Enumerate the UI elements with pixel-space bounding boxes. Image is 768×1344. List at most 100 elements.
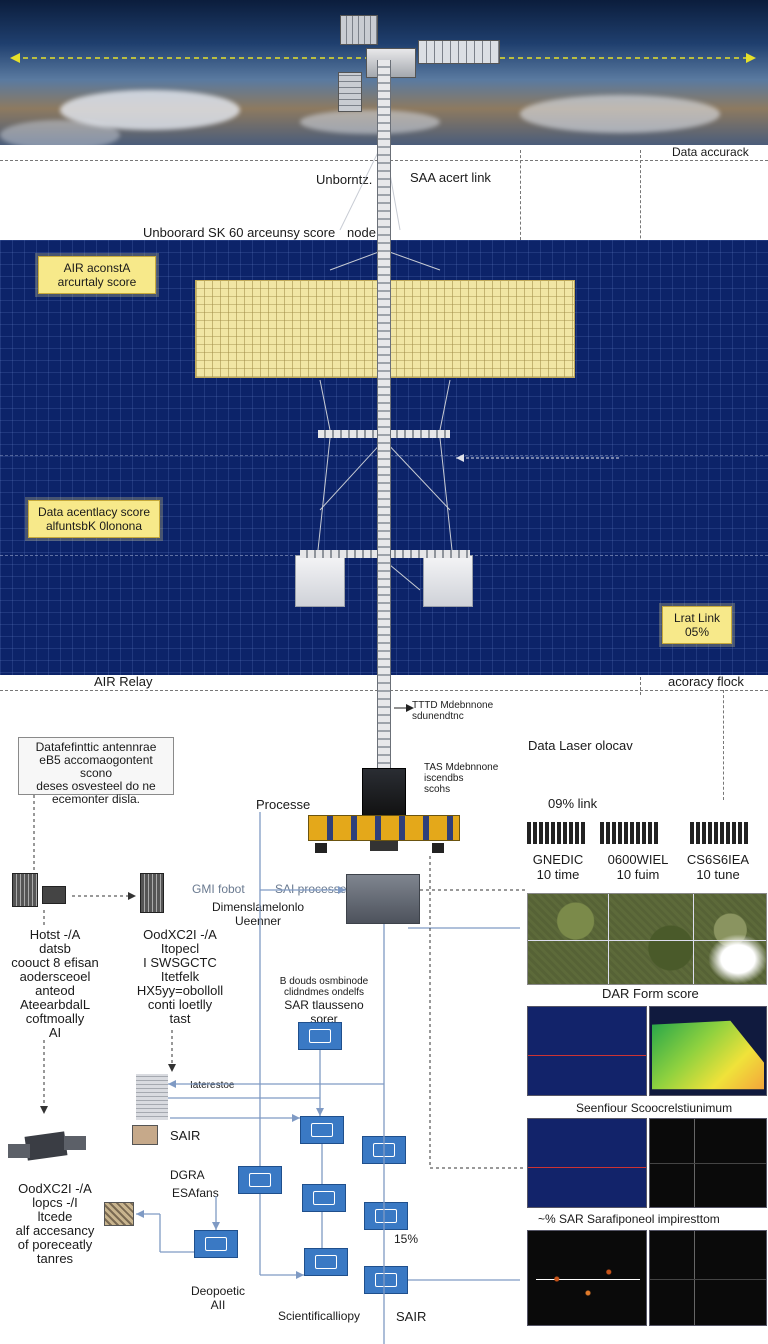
air-accuracy-line: arcurtaly score (57, 275, 137, 289)
node-note-line: TTTD Mdebnnone (412, 700, 494, 711)
esa-label: ESAfans (172, 1186, 219, 1200)
satellite-icon (12, 873, 38, 907)
left-block-line: conti loetlly (147, 997, 213, 1012)
spectrum-thumbnail (527, 1230, 647, 1326)
scientific-label: Scientificalliopy (278, 1309, 361, 1323)
relay-node-box (362, 768, 406, 818)
satellite-icon (42, 886, 66, 904)
top-solar-wing-left (340, 15, 378, 45)
col-time: 10 time (536, 867, 580, 882)
laser-link-line: 05% (684, 625, 710, 639)
col-time: 10 fuim (616, 867, 660, 882)
left-block-line: coftmoally (25, 1011, 85, 1026)
col-time: 10 tune (696, 867, 740, 882)
air-accuracy-box: AIR aconstA arcurtaly score (38, 256, 156, 294)
description-line: ecemonter disla. (51, 792, 141, 806)
mast (377, 60, 391, 770)
flow-node (304, 1248, 348, 1276)
left-block-2: OodXC2I -/A Itopecl I SWSGCTC Itetfelk H… (130, 928, 230, 1026)
description-line: eB5 accomaogontent scono (39, 753, 153, 780)
col-name: 0600WIEL (607, 852, 669, 867)
satellite-icon (8, 1124, 86, 1172)
scatter-thumbnail (527, 1118, 647, 1208)
mini-strip (690, 822, 748, 844)
left-block-line: coouct 8 efisan (11, 955, 99, 970)
left-block-1: Hotst -/A datsb coouct 8 efisan aodersce… (10, 928, 100, 1040)
dimen-label: Dimenslamelonlo Ueenner (212, 900, 304, 928)
bus-foot (315, 843, 327, 853)
flow-node (364, 1266, 408, 1294)
left-block-line: HX5yy=obolloll (136, 983, 224, 998)
sensor-icon (132, 1125, 158, 1145)
air-relay-label: AIR Relay (94, 674, 153, 689)
bus-foot (432, 843, 444, 853)
radiator-right (423, 555, 473, 607)
data-laser-label: Data Laser olocav (528, 738, 633, 753)
description-line: Datafefinttic antennrae (35, 740, 157, 754)
satellite-map-thumbnail (527, 893, 767, 985)
left-block-line: of poreceatly (17, 1237, 93, 1252)
deopoetic-label: Deopoetic AII (188, 1284, 248, 1312)
col-1-label: GNEDIC 10 time (528, 852, 588, 882)
satellite-icon (140, 873, 164, 913)
relay-node-note-line: TAS Mdebnnone (424, 762, 499, 773)
flow-node (238, 1166, 282, 1194)
data-accuracy-box: Data acentlacy score alfuntsbK 0lonona (28, 500, 160, 538)
deopoetic-line: AII (210, 1298, 226, 1312)
left-block-line: tanres (36, 1251, 74, 1266)
relay-node-note-line: scohs (424, 784, 451, 795)
left-block-line: Itopecl (160, 941, 200, 956)
tiny-label: Iaterestoe (190, 1080, 235, 1091)
acoracy-flock-label: acoracy flock (668, 674, 744, 689)
flow-node (298, 1022, 342, 1050)
left-block-line: anteod (35, 983, 75, 998)
description-line: deses osvesteel do ne (36, 779, 156, 793)
sar-score-line: clidndmes ondelfs (283, 987, 365, 998)
left-block-3: OodXC2I -/A lopcs -/I ltcede alf accesan… (6, 1182, 104, 1266)
top-solar-wing-left-lower (338, 72, 362, 112)
sar-score-block: B douds osmbinode clidndmes ondelfs SAR … (270, 976, 378, 1026)
col-name: GNEDIC (532, 852, 584, 867)
node-note: TTTD Mdebnnone sdunendtnc (412, 700, 493, 722)
radiator-left (295, 555, 345, 607)
left-block-line: Itetfelk (160, 969, 200, 984)
sensor-icon (104, 1202, 134, 1226)
left-block-line: datsb (39, 941, 71, 956)
mini-strip (527, 822, 585, 844)
dgra-label: DGRA (170, 1168, 205, 1182)
left-block-line: lopcs -/I (32, 1195, 78, 1210)
flow-node (364, 1202, 408, 1230)
sar-score-line: B douds osmbinode (279, 976, 369, 987)
deopoetic-line: Deopoetic (190, 1284, 246, 1298)
data-accuracy-line: Data acentlacy score (37, 505, 151, 519)
saa-acert-link-label: SAA acert link (410, 170, 491, 185)
left-block-line: OodXC2I -/A (143, 927, 217, 942)
top-solar-wing-right (418, 40, 500, 64)
left-block-line: aodersceoel (19, 969, 91, 984)
bus-foot (370, 841, 398, 851)
separator-line (520, 150, 521, 240)
seenfiour-label: Seenfiour Scoocrelstiunimum (576, 1101, 733, 1115)
data-stack (136, 1074, 168, 1120)
heatmap-thumbnail (649, 1006, 767, 1096)
flow-node (302, 1184, 346, 1212)
data-accurack-label: Data accurack (672, 145, 749, 159)
node-note-line: sdunendtnc (412, 711, 464, 722)
flow-node (194, 1230, 238, 1258)
left-block-line: tast (169, 1011, 191, 1026)
pct-15-label: 15% (394, 1232, 419, 1246)
sar-sara-label: ~% SAR Sarafiponeol impiresttom (538, 1212, 720, 1226)
scatter-thumbnail (527, 1006, 647, 1096)
left-block-line: AI (48, 1025, 62, 1040)
mini-strip (600, 822, 658, 844)
dimen-line: Ueenner (235, 914, 282, 928)
flow-node (300, 1116, 344, 1144)
col-name: CS6S6IEA (686, 852, 750, 867)
description-box: Datafefinttic antennrae eB5 accomaogonte… (18, 737, 174, 806)
separator-line (723, 690, 724, 800)
data-accuracy-line: alfuntsbK 0lonona (45, 519, 143, 533)
left-block-line: ltcede (37, 1209, 73, 1224)
signal-thumbnail (649, 1118, 767, 1208)
